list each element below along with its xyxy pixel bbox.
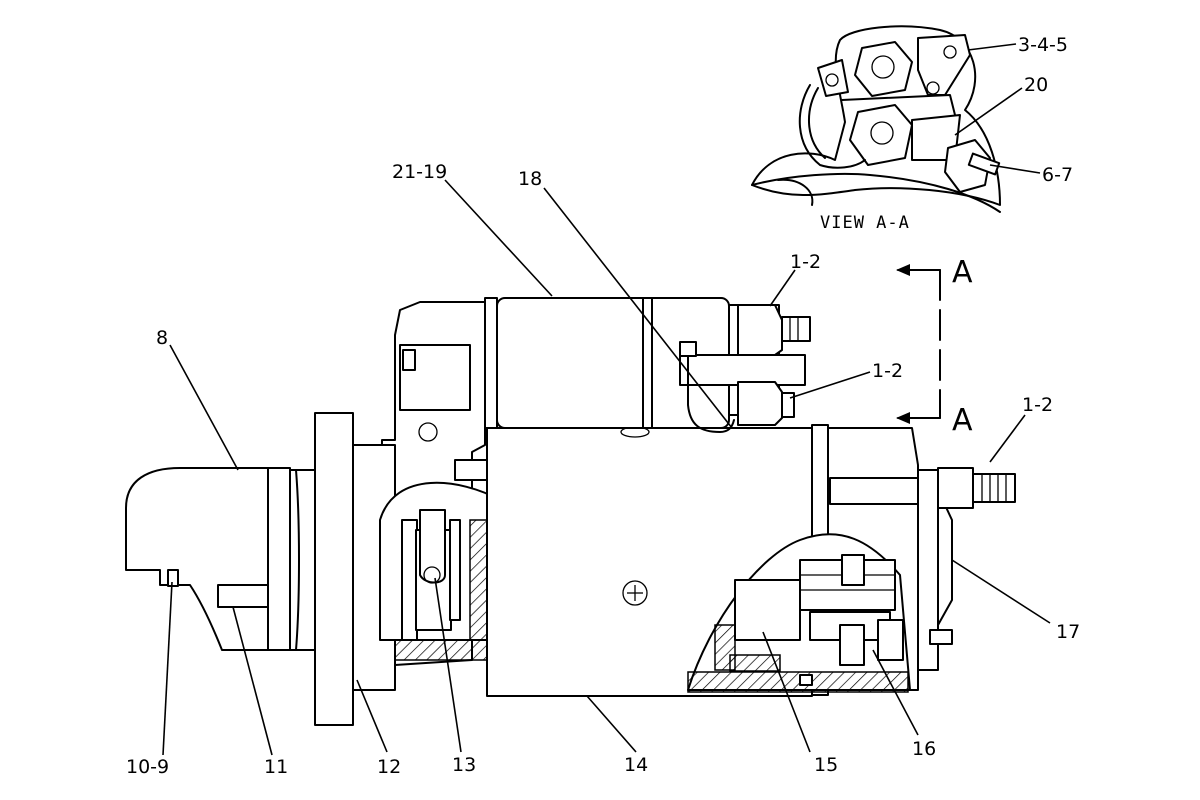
callout-17: 17 bbox=[1056, 621, 1080, 643]
callout-13: 13 bbox=[452, 754, 476, 776]
callout-18: 18 bbox=[518, 168, 542, 190]
callout-16: 16 bbox=[912, 738, 936, 760]
callout-12: 12 bbox=[377, 756, 401, 778]
starter-motor bbox=[125, 297, 1016, 726]
callout-1-2-right: 1-2 bbox=[1022, 394, 1053, 416]
section-indicator: A A bbox=[896, 255, 973, 438]
section-letter-top: A bbox=[952, 255, 973, 290]
callout-1-2-top: 1-2 bbox=[790, 251, 821, 273]
callout-8: 8 bbox=[156, 327, 168, 349]
callout-1-2-mid: 1-2 bbox=[872, 360, 903, 382]
callout-3-4-5: 3-4-5 bbox=[1018, 34, 1068, 56]
callout-14: 14 bbox=[624, 754, 648, 776]
view-a-a-inset: VIEW A-A bbox=[751, 25, 1001, 233]
view-caption: VIEW A-A bbox=[820, 213, 910, 233]
callout-10-9: 10-9 bbox=[126, 756, 169, 778]
callout-21-19: 21-19 bbox=[392, 161, 447, 183]
callout-15: 15 bbox=[814, 754, 838, 776]
callout-11: 11 bbox=[264, 756, 288, 778]
section-letter-bottom: A bbox=[952, 403, 973, 438]
callout-6-7: 6-7 bbox=[1042, 164, 1073, 186]
leader-lines bbox=[162, 43, 1051, 756]
callout-labels: 3-4-5 20 6-7 21-19 18 1-2 1-2 1-2 8 17 1… bbox=[126, 34, 1080, 778]
callout-20: 20 bbox=[1024, 74, 1048, 96]
